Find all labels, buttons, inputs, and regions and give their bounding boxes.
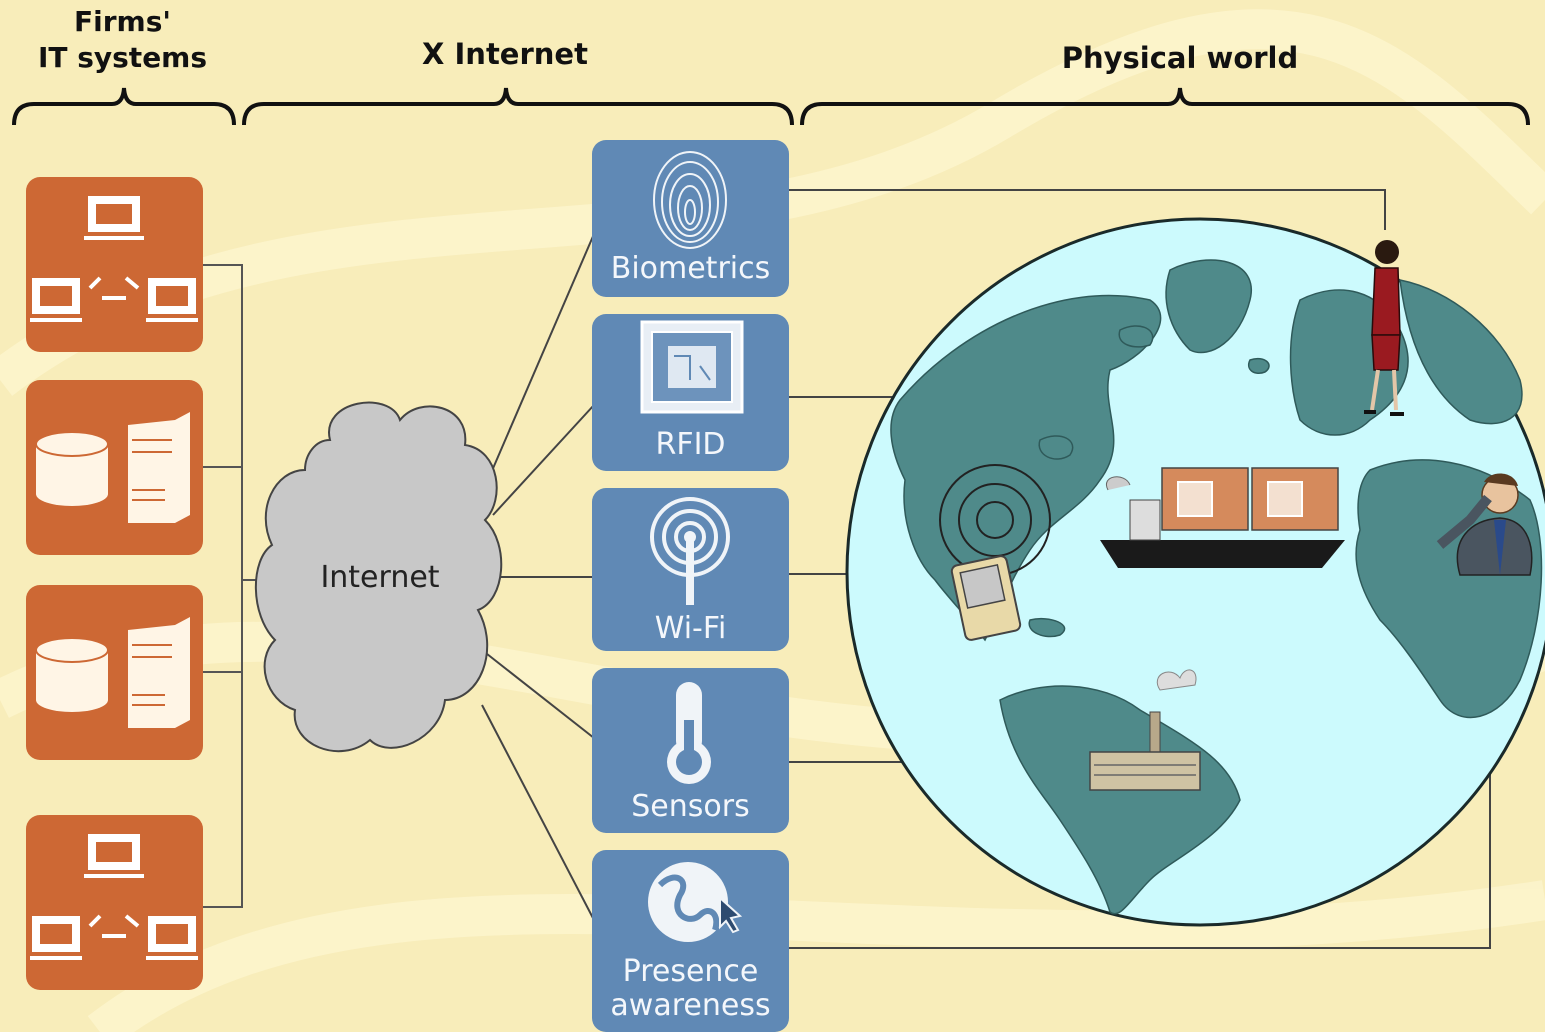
header-x-internet: X Internet: [422, 37, 588, 71]
internet-cloud: [254, 401, 503, 753]
networked-computers-icon: [30, 834, 198, 960]
wifi-antenna-icon: [650, 497, 730, 605]
tech-tile-rfid: [592, 314, 789, 471]
globe-cursor-icon: [648, 862, 743, 942]
tech-tile-sensors: [592, 668, 789, 833]
it-system-tile-3: [26, 585, 203, 760]
thermometer-icon: [667, 682, 711, 784]
presence-awareness-label: Presence awareness: [610, 954, 771, 1023]
fingerprint-icon: [653, 151, 727, 249]
biometrics-label: Biometrics: [610, 251, 771, 286]
rfid-chip-icon: [640, 320, 744, 414]
bracket-physical: [800, 87, 1530, 126]
cloud-to-tech-connectors: [481, 233, 595, 921]
header-physical-world: Physical world: [1061, 41, 1299, 75]
bracket-firms: [12, 87, 236, 126]
networked-computers-icon: [30, 196, 198, 322]
businessman-on-phone-figure: [1436, 473, 1533, 576]
sensors-label: Sensors: [631, 789, 750, 824]
factory-icon: [1089, 669, 1201, 791]
header-firms-it-systems: Firms' IT systems: [37, 5, 208, 74]
handheld-scanner-icon: [950, 555, 1022, 641]
rfid-label: RFID: [655, 427, 726, 462]
tech-tile-biometrics: [592, 140, 789, 297]
database-server-icon: [35, 617, 190, 728]
it-system-tile-2: [26, 380, 203, 555]
tech-tile-presence-awareness: [592, 850, 789, 1032]
wifi-label: Wi-Fi: [654, 611, 727, 646]
tech-tile-wifi: [592, 488, 789, 651]
cargo-ship-icon: [1100, 467, 1345, 568]
it-system-tile-4: [26, 815, 203, 990]
bracket-x-internet: [242, 87, 794, 126]
it-system-tile-1: [26, 177, 203, 352]
database-server-icon: [35, 412, 190, 523]
technology-tiles: [592, 140, 789, 1032]
internet-cloud-label: Internet: [320, 560, 440, 595]
header-brackets: [12, 87, 1530, 126]
world-globe: [845, 217, 1545, 927]
it-systems: [26, 177, 203, 990]
it-connectors: [203, 264, 268, 908]
businesswoman-figure: [1364, 240, 1404, 416]
